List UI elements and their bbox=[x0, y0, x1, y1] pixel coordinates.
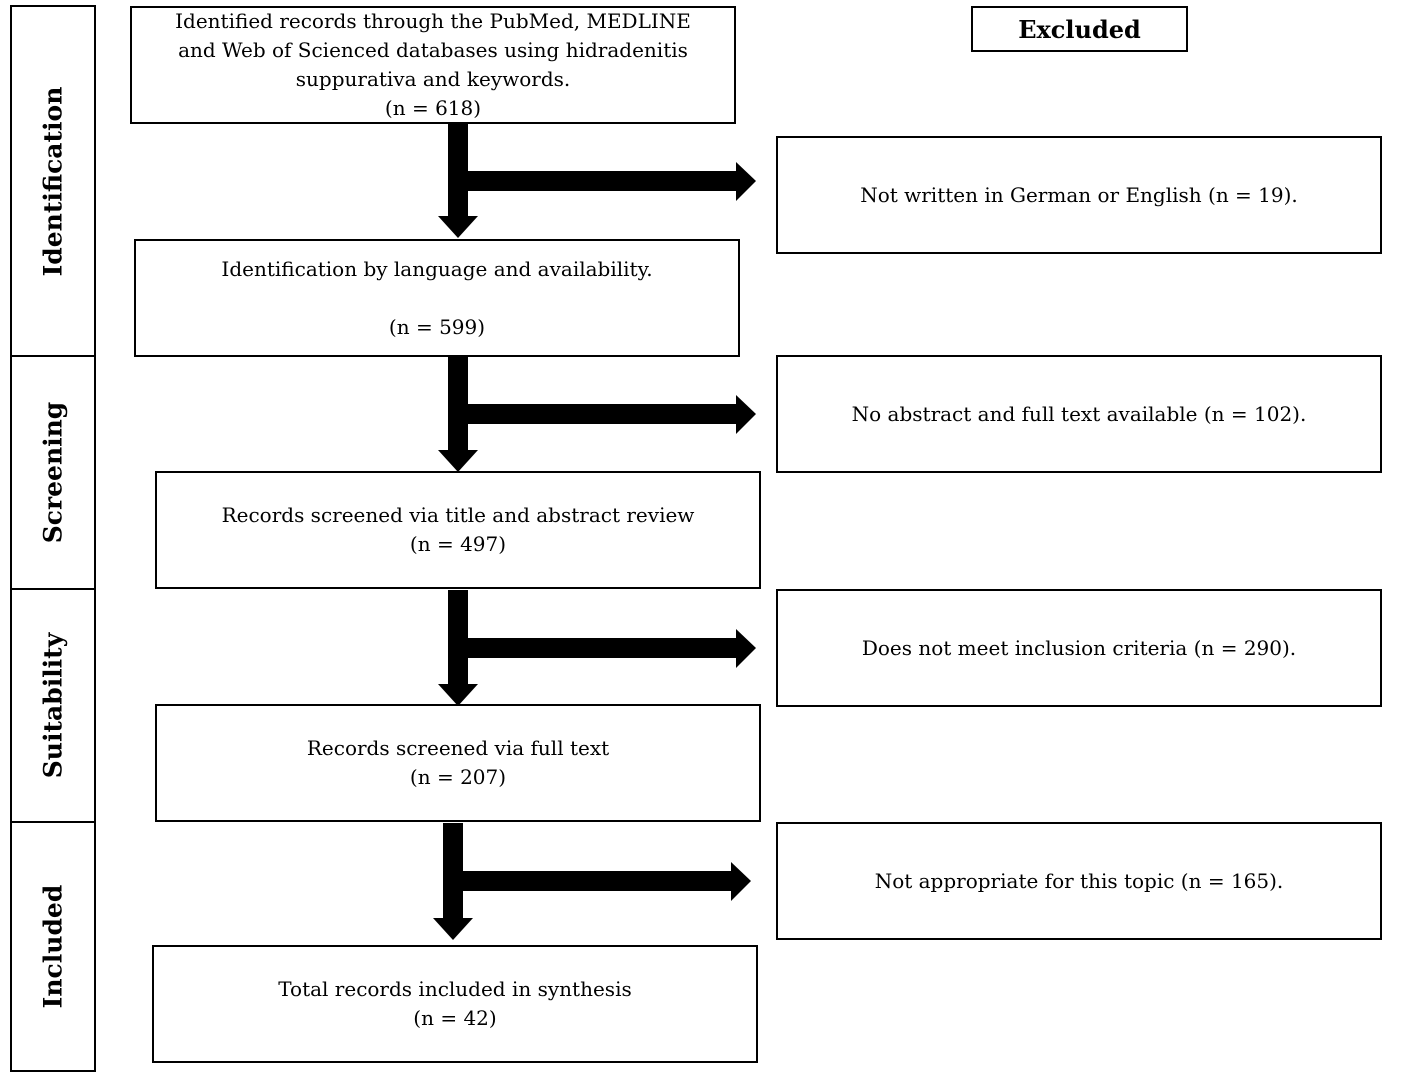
box-line: Identification by language and availabil… bbox=[221, 256, 653, 281]
excluded-criteria-box: Does not meet inclusion criteria (n = 29… bbox=[776, 589, 1382, 707]
box-count: (n = 497) bbox=[409, 532, 507, 556]
box-count: (n = 618) bbox=[384, 96, 482, 120]
phase-included: Included bbox=[10, 821, 96, 1072]
excluded-language-box: Not written in German or English (n = 19… bbox=[776, 136, 1382, 254]
flow-arrow-1 bbox=[438, 124, 756, 238]
box-count: (n = 42) bbox=[413, 1006, 497, 1030]
flow-arrow-4 bbox=[433, 823, 751, 940]
excluded-no-abstract-box: No abstract and full text available (n =… bbox=[776, 355, 1382, 473]
box-line: and Web of Scienced databases using hidr… bbox=[178, 38, 688, 62]
flow-arrow-2 bbox=[438, 357, 756, 472]
box-count: (n = 599) bbox=[388, 314, 486, 339]
included-synthesis-box: Total records included in synthesis (n =… bbox=[152, 945, 758, 1063]
box-line: suppurativa and keywords. bbox=[295, 67, 571, 91]
excluded-text: Not appropriate for this topic (n = 165)… bbox=[874, 868, 1284, 893]
excluded-topic-box: Not appropriate for this topic (n = 165)… bbox=[776, 822, 1382, 940]
box-line: Records screened via full text bbox=[306, 736, 610, 760]
box-line: Total records included in synthesis bbox=[278, 977, 632, 1001]
excluded-header-label: Excluded bbox=[1018, 14, 1141, 44]
excluded-text: Does not meet inclusion criteria (n = 29… bbox=[861, 635, 1297, 660]
full-text-screening-box: Records screened via full text (n = 207) bbox=[155, 704, 761, 822]
box-count: (n = 207) bbox=[409, 765, 507, 789]
excluded-text: Not written in German or English (n = 19… bbox=[860, 182, 1298, 207]
title-abstract-screening-box: Records screened via title and abstract … bbox=[155, 471, 761, 589]
language-availability-box: Identification by language and availabil… bbox=[134, 239, 740, 357]
flow-arrow-3 bbox=[438, 590, 756, 706]
excluded-text: No abstract and full text available (n =… bbox=[851, 401, 1307, 426]
excluded-header: Excluded bbox=[971, 6, 1188, 52]
box-line: Records screened via title and abstract … bbox=[221, 503, 695, 527]
identified-records-box: Identified records through the PubMed, M… bbox=[130, 6, 736, 124]
box-line: Identified records through the PubMed, M… bbox=[175, 9, 691, 33]
